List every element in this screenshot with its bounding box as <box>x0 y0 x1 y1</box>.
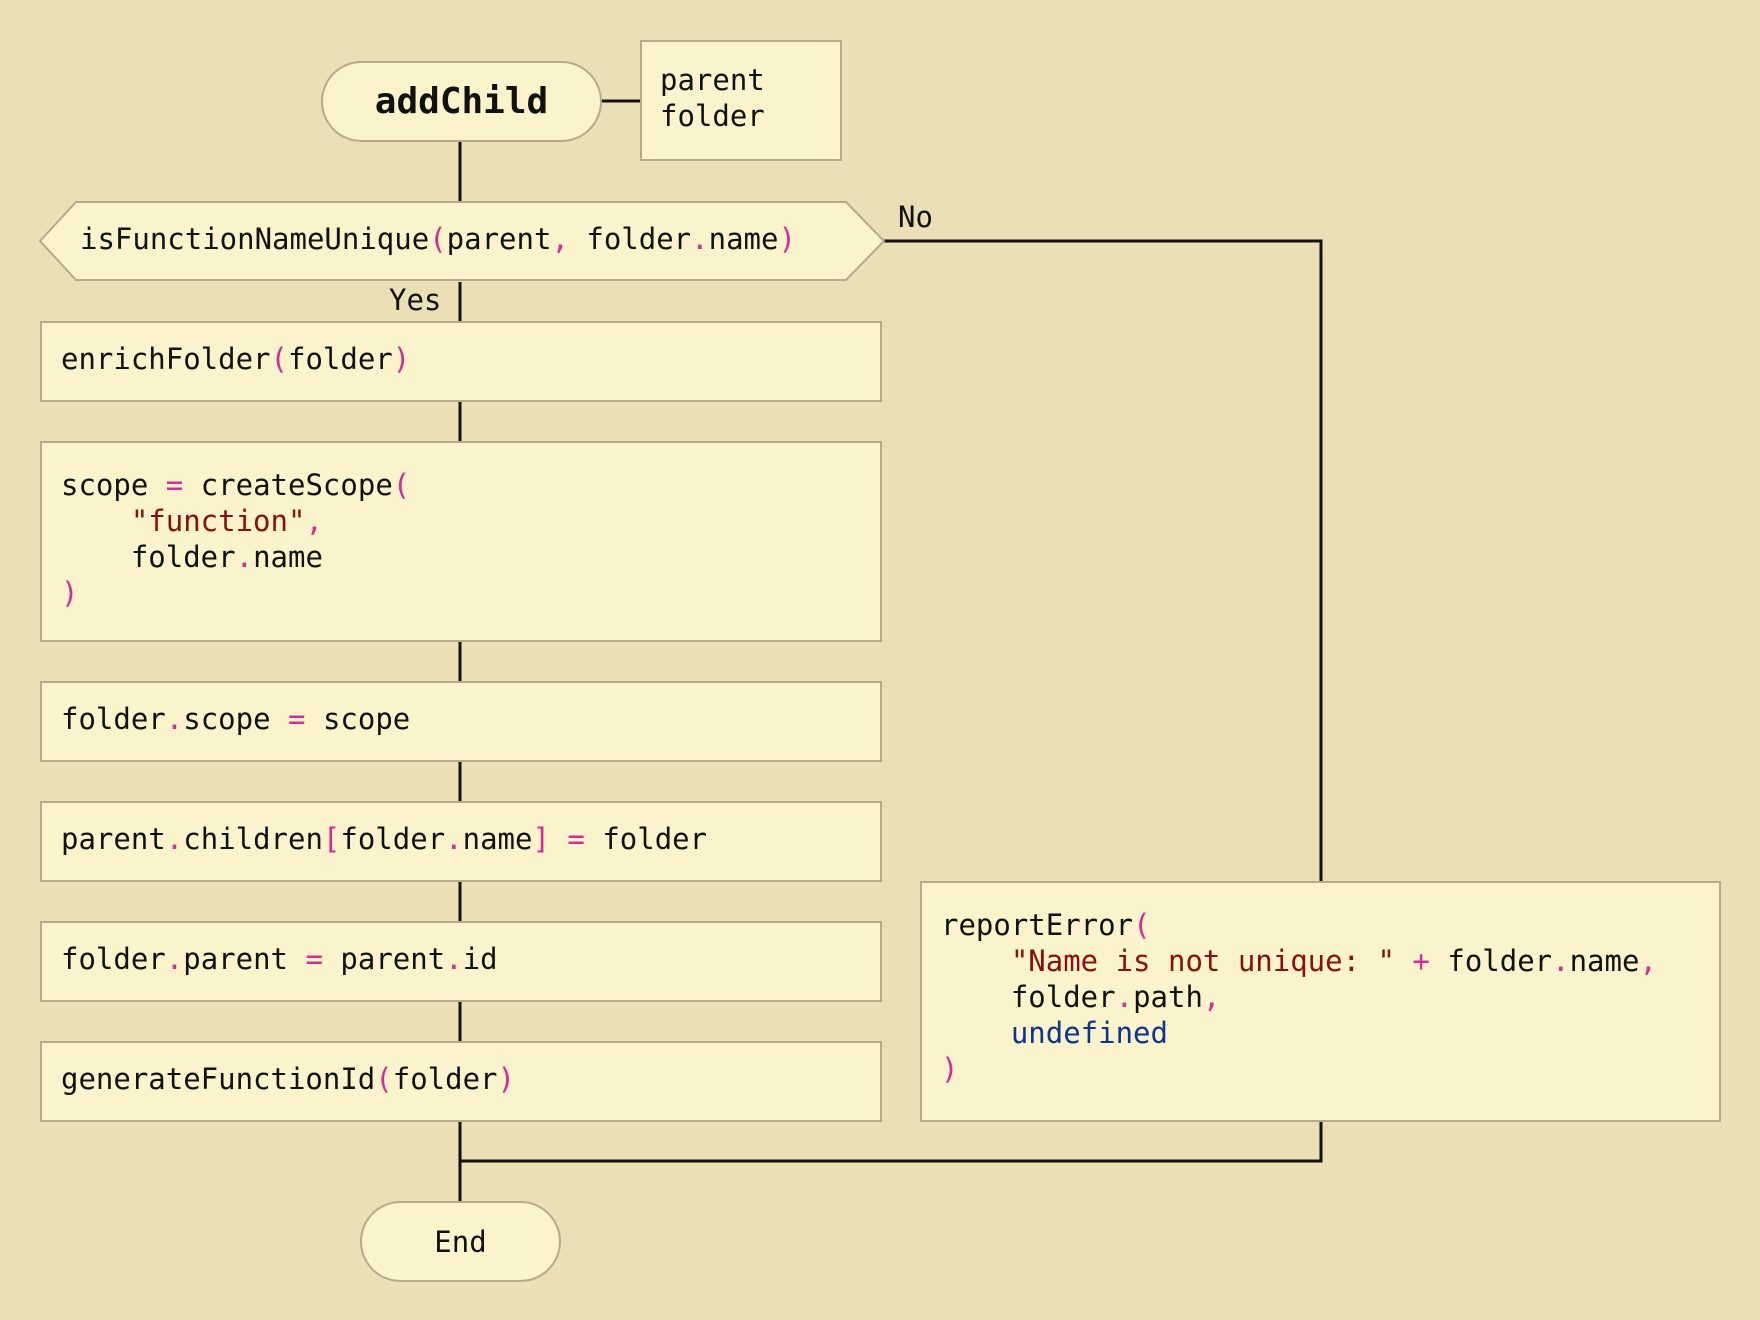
step-assign-children: parent.children[folder.name] = folder <box>40 801 882 882</box>
step-report-error: reportError( "Name is not unique: " + fo… <box>920 881 1721 1122</box>
end-label: End <box>434 1224 487 1259</box>
yes-label: Yes <box>389 283 442 317</box>
step-generate-function-id: generateFunctionId(folder) <box>40 1041 882 1122</box>
start-terminal: addChild <box>321 61 602 142</box>
connector-decision-no <box>882 239 1323 882</box>
start-label: addChild <box>374 81 549 122</box>
params-box: parent folder <box>640 40 842 161</box>
connector-error-merge <box>460 1121 1323 1163</box>
no-label: No <box>898 200 933 234</box>
param-folder: folder <box>660 99 765 133</box>
decision-diamond <box>38 201 886 281</box>
step-assign-parent: folder.parent = parent.id <box>40 921 882 1002</box>
step-assign-scope: folder.scope = scope <box>40 681 882 762</box>
param-parent: parent <box>660 63 765 97</box>
step-enrich-folder: enrichFolder(folder) <box>40 321 882 402</box>
step-create-scope: scope = createScope( "function", folder.… <box>40 441 882 642</box>
end-terminal: End <box>360 1201 561 1282</box>
decision-condition: isFunctionNameUnique(parent, folder.name… <box>80 222 796 256</box>
